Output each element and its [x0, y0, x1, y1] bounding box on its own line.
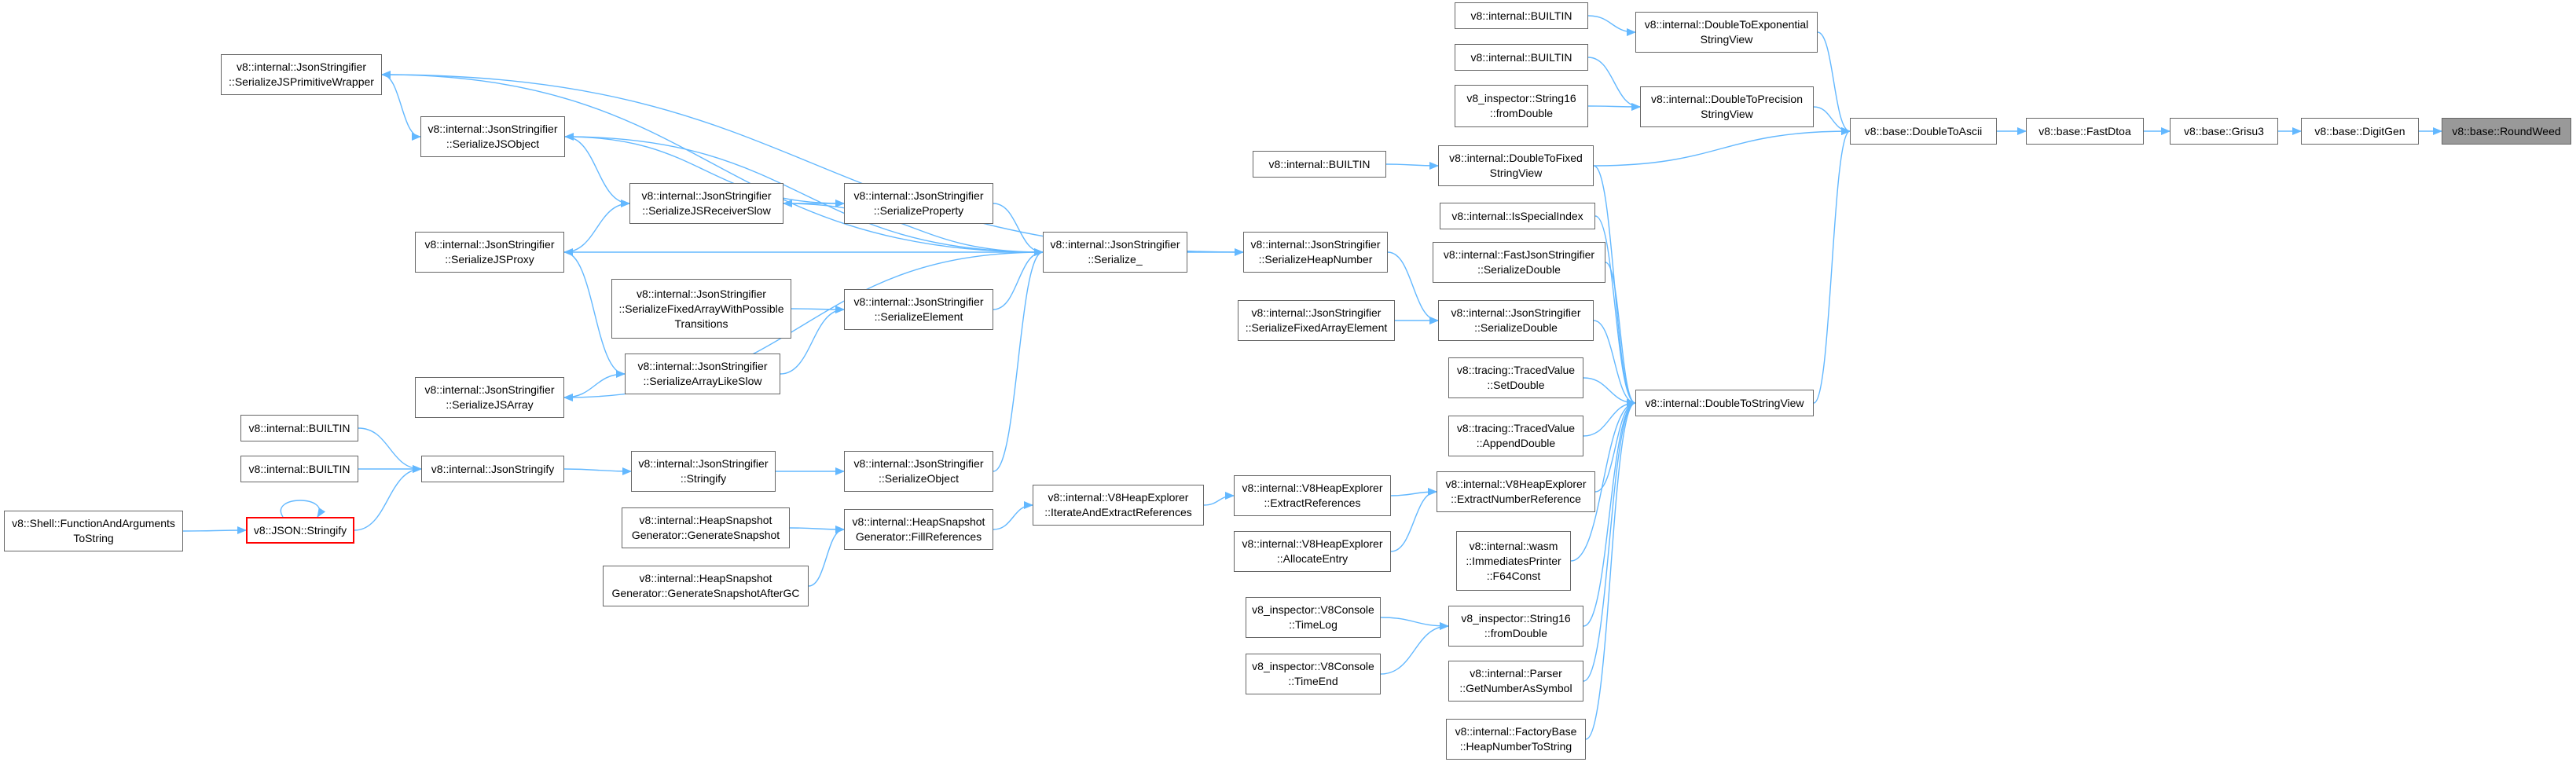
edge-serheapnum-to-serprimwrap [381, 71, 1244, 253]
edge-toexp-to-doubletoascii [1817, 31, 1851, 135]
edge-serprimwrap-to-serjsobject [381, 74, 421, 141]
edge-serfixedtrans-to-serelement [791, 305, 845, 313]
graph-node-jsonstringifyR[interactable]: v8::JSON::Stringify [246, 517, 354, 544]
graph-node-digitgen[interactable]: v8::base::DigitGen [2301, 118, 2419, 145]
graph-node-isspecial[interactable]: v8::internal::IsSpecialIndex [1440, 203, 1595, 229]
graph-node-jsonstringify[interactable]: v8::internal::JsonStringify [421, 456, 564, 482]
graph-node-fastserdouble[interactable]: v8::internal::FastJsonStringifier ::Seri… [1433, 242, 1605, 283]
edge-builtin1-to-toexp [1587, 15, 1636, 36]
edge-fillrefs-to-iterextract [993, 501, 1033, 530]
edge-heapnumtostr-to-tostringview [1585, 399, 1636, 740]
edge-serarrlikeslow-to-serelement [780, 306, 845, 375]
edge-allocentry-to-extractnum [1390, 488, 1437, 552]
graph-node-fastdtoa[interactable]: v8::base::FastDtoa [2026, 118, 2144, 145]
graph-node-serfixedarrel[interactable]: v8::internal::JsonStringifier ::Serializ… [1238, 300, 1395, 341]
graph-node-builtin1[interactable]: v8::internal::BUILTIN [1455, 2, 1588, 29]
graph-node-toexp[interactable]: v8::internal::DoubleToExponential String… [1635, 12, 1818, 53]
edge-jsonstringify-to-stringifyM [563, 467, 632, 475]
graph-node-serfixedtrans[interactable]: v8::internal::JsonStringifier ::Serializ… [611, 279, 791, 339]
graph-node-extractrefs[interactable]: v8::internal::V8HeapExplorer ::ExtractRe… [1234, 475, 1391, 516]
edge-gensnapgc-to-fillrefs [808, 526, 845, 587]
graph-node-gensnap[interactable]: v8::internal::HeapSnapshot Generator::Ge… [622, 507, 790, 548]
edge-f64const-to-tostringview [1570, 399, 1636, 562]
edge-string16a-to-toprec [1587, 102, 1641, 111]
graph-node-stringifyM[interactable]: v8::internal::JsonStringifier ::Stringif… [631, 451, 776, 492]
graph-node-serelement[interactable]: v8::internal::JsonStringifier ::Serializ… [844, 289, 993, 330]
graph-node-serialize[interactable]: v8::internal::JsonStringifier ::Serializ… [1043, 232, 1187, 273]
graph-node-builtin5[interactable]: v8::internal::BUILTIN [240, 456, 358, 482]
edge-serjsproxy-to-serarrlikeslow [563, 251, 626, 378]
edge-timelog-to-string16b [1380, 617, 1449, 630]
edge-builtin2-to-toprec [1587, 57, 1641, 111]
graph-node-serjsproxy[interactable]: v8::internal::JsonStringifier ::Serializ… [415, 232, 564, 273]
graph-node-setdouble[interactable]: v8::tracing::TracedValue ::SetDouble [1448, 357, 1583, 398]
graph-node-serprimwrap[interactable]: v8::internal::JsonStringifier ::Serializ… [221, 54, 382, 95]
graph-node-serarrlikeslow[interactable]: v8::internal::JsonStringifier ::Serializ… [625, 354, 780, 394]
graph-node-getnumsym[interactable]: v8::internal::Parser ::GetNumberAsSymbol [1448, 661, 1583, 702]
edge-builtin3-to-tofixed [1385, 161, 1439, 170]
graph-node-extractnum[interactable]: v8::internal::V8HeapExplorer ::ExtractNu… [1437, 471, 1595, 512]
graph-node-builtin3[interactable]: v8::internal::BUILTIN [1253, 151, 1386, 178]
graph-node-allocentry[interactable]: v8::internal::V8HeapExplorer ::AllocateE… [1234, 531, 1391, 572]
graph-node-heapnumtostr[interactable]: v8::internal::FactoryBase ::HeapNumberTo… [1446, 719, 1586, 760]
edge-timeend-to-string16b [1380, 622, 1449, 675]
edge-serjsobject-to-serrecvslow [564, 136, 630, 207]
edge-getnumsym-to-tostringview [1583, 399, 1636, 682]
edge-isspecial-to-tostringview [1594, 215, 1636, 407]
graph-node-grisu3[interactable]: v8::base::Grisu3 [2170, 118, 2278, 145]
edge-serjsobject-to-serproperty [564, 136, 845, 207]
edge-shellfunc-to-jsonstringifyR [182, 526, 247, 535]
graph-node-serjsobject[interactable]: v8::internal::JsonStringifier ::Serializ… [420, 116, 565, 157]
graph-node-timelog[interactable]: v8_inspector::V8Console ::TimeLog [1246, 597, 1381, 638]
graph-node-f64const[interactable]: v8::internal::wasm ::ImmediatesPrinter :… [1456, 531, 1571, 591]
graph-node-tostringview[interactable]: v8::internal::DoubleToStringView [1635, 390, 1814, 416]
graph-node-serproperty[interactable]: v8::internal::JsonStringifier ::Serializ… [844, 183, 993, 224]
graph-node-string16b[interactable]: v8_inspector::String16 ::fromDouble [1448, 606, 1583, 647]
edge-serjsproxy-to-serrecvslow [563, 200, 630, 253]
graph-node-gensnapgc[interactable]: v8::internal::HeapSnapshot Generator::Ge… [603, 566, 809, 606]
edge-tostringview-to-doubletoascii [1813, 127, 1851, 404]
graph-node-serrecvslow[interactable]: v8::internal::JsonStringifier ::Serializ… [629, 183, 783, 224]
edge-builtin4-to-jsonstringify [358, 427, 422, 473]
edge-serdouble-to-tostringview [1593, 320, 1636, 407]
graph-node-timeend[interactable]: v8_inspector::V8Console ::TimeEnd [1246, 654, 1381, 694]
edge-serialize-to-serjsobject [564, 133, 1044, 253]
graph-node-string16a[interactable]: v8_inspector::String16 ::fromDouble [1455, 85, 1588, 127]
graph-node-shellfunc[interactable]: v8::Shell::FunctionAndArguments ToString [4, 511, 183, 551]
edge-jsonstringifyR-to-jsonstringifyR [280, 500, 326, 518]
edge-gensnap-to-fillrefs [789, 525, 845, 533]
graph-node-tofixed[interactable]: v8::internal::DoubleToFixed StringView [1438, 145, 1594, 186]
graph-node-fillrefs[interactable]: v8::internal::HeapSnapshot Generator::Fi… [844, 509, 993, 550]
graph-node-iterextract[interactable]: v8::internal::V8HeapExplorer ::IterateAn… [1033, 485, 1204, 526]
graph-node-doubletoascii[interactable]: v8::base::DoubleToAscii [1850, 118, 1997, 145]
graph-node-builtin2[interactable]: v8::internal::BUILTIN [1455, 44, 1588, 71]
edge-serobject-to-serialize [993, 248, 1044, 472]
graph-node-builtin4[interactable]: v8::internal::BUILTIN [240, 415, 358, 441]
edge-jsonstringifyR-to-jsonstringify [354, 465, 422, 531]
edge-serialize-to-serrecvslow [783, 200, 1044, 253]
graph-node-appenddouble[interactable]: v8::tracing::TracedValue ::AppendDouble [1448, 416, 1583, 456]
edge-serarrlikeslow-to-serjsarray [563, 373, 626, 401]
edge-serialize-to-serprimwrap [381, 71, 1044, 253]
edge-iterextract-to-extractrefs [1203, 492, 1235, 506]
edge-tofixed-to-doubletoascii [1593, 127, 1851, 167]
edge-serheapnum-to-serdouble [1387, 251, 1439, 324]
graph-node-roundweed[interactable]: v8::base::RoundWeed [2442, 118, 2571, 145]
graph-node-serobject[interactable]: v8::internal::JsonStringifier ::Serializ… [844, 451, 993, 492]
edge-string16b-to-tostringview [1583, 399, 1636, 627]
graph-node-serheapnum[interactable]: v8::internal::JsonStringifier ::Serializ… [1243, 232, 1388, 273]
graph-node-serjsarray[interactable]: v8::internal::JsonStringifier ::Serializ… [415, 377, 564, 418]
edge-fastserdouble-to-tostringview [1605, 262, 1636, 407]
graph-node-serdouble[interactable]: v8::internal::JsonStringifier ::Serializ… [1438, 300, 1594, 341]
graph-node-toprec[interactable]: v8::internal::DoubleToPrecision StringVi… [1640, 86, 1814, 127]
